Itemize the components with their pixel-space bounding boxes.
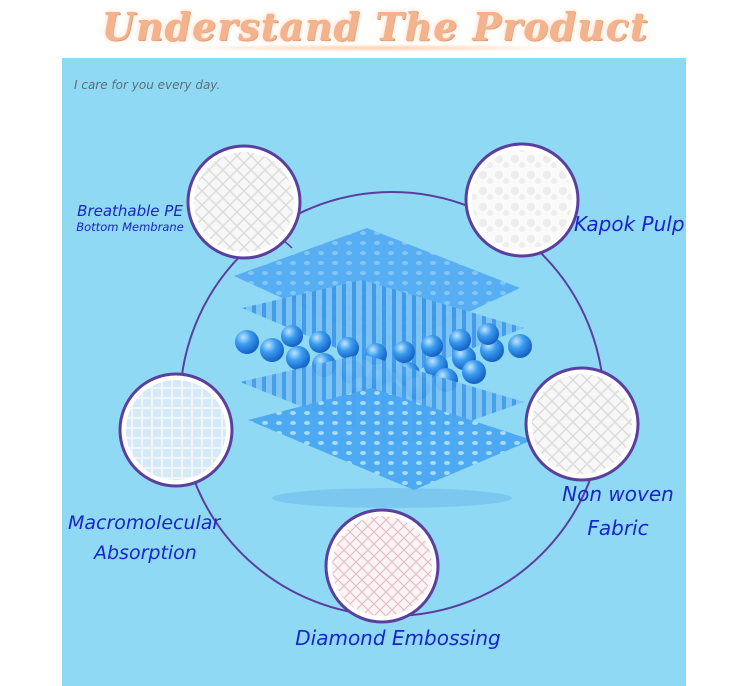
- ridge-layer: [242, 280, 524, 376]
- breathable-pe-line1: Breathable PE: [77, 202, 183, 220]
- nonwoven-circle: [524, 366, 640, 482]
- nonwoven-line1: Non woven: [562, 482, 674, 506]
- layers-diagram: [118, 142, 640, 624]
- breathable-pe-line2: Bottom Membrane: [76, 220, 184, 234]
- page-title: Understand The Product: [0, 0, 750, 52]
- diamond-embossing-label: Diamond Embossing: [295, 626, 501, 650]
- macromolecular-circle: [118, 372, 234, 488]
- page-title-text: Understand The Product: [101, 3, 649, 49]
- nonwoven-label: Non woven Fabric: [558, 482, 678, 540]
- macromolecular-line1: Macromolecular: [68, 512, 221, 534]
- tagline: I care for you every day.: [74, 78, 221, 92]
- macromolecular-line2: Absorption: [94, 542, 197, 564]
- kapok-pulp-circle: [464, 142, 580, 258]
- product-panel: I care for you every day.: [62, 58, 686, 686]
- title-glow: [170, 44, 580, 52]
- breathable-pe-circle: [186, 144, 302, 260]
- macromolecular-label: Macromolecular Absorption: [68, 512, 248, 564]
- diamond-embossing-circle: [324, 508, 440, 624]
- pad-layers: [234, 228, 532, 508]
- kapok-pulp-label: Kapok Pulp: [574, 212, 685, 236]
- breathable-pe-label: Breathable PE Bottom Membrane: [68, 202, 192, 234]
- bottom-sheet: [248, 388, 532, 490]
- nonwoven-line2: Fabric: [587, 516, 649, 540]
